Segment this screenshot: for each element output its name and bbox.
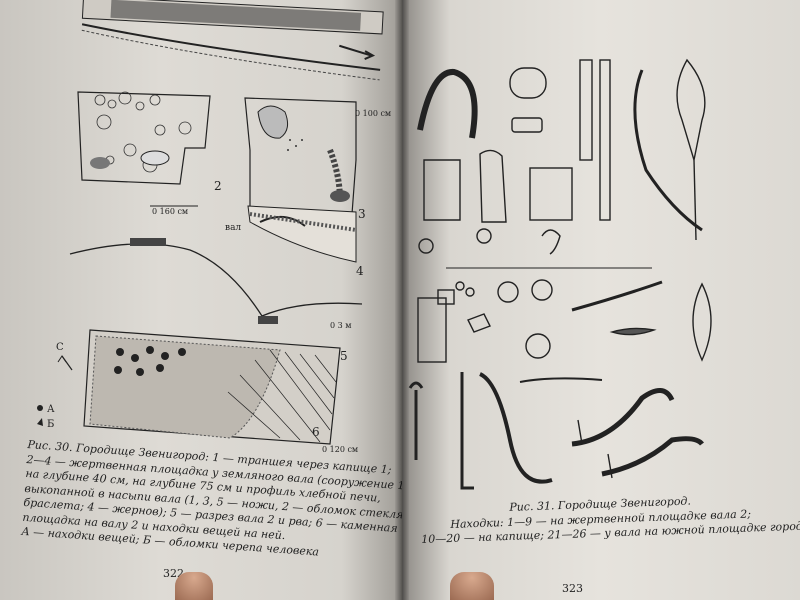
figure-30-drawings: 2 0 160 см 0 100 см 3 вал 4 (37, 0, 391, 454)
leaf-point-drawing (692, 282, 712, 362)
find-21-drawing (408, 381, 424, 460)
fig-label-5: 5 (340, 349, 348, 363)
scale-label-3m: 0 3 м (330, 321, 352, 330)
stone-platform-drawing: 6 0 120 см С (56, 329, 358, 454)
find-23-drawing (478, 372, 553, 484)
fig-label-2: 2 (214, 179, 222, 193)
left-page: 2 0 160 см 0 100 см 3 вал 4 (0, 0, 402, 600)
spearhead-drawing (676, 58, 706, 161)
fig-label-4: 4 (356, 264, 364, 278)
plan-drawing-2: 2 0 160 см (77, 91, 222, 216)
scale-label-100: 0 100 см (355, 109, 391, 118)
figure-31-drawings (408, 58, 712, 490)
find-9-drawing (529, 167, 573, 221)
bead-drawing (497, 281, 519, 303)
oven-profile-drawing: вал 4 (225, 205, 364, 278)
north-label: С (56, 342, 64, 353)
find-4-drawing (579, 59, 593, 161)
right-page: Рис. 31. Городище Звенигород. Находки: 1… (402, 0, 800, 600)
fig-label-6: 6 (312, 425, 320, 439)
finger-left (175, 572, 213, 600)
find-6-drawing (423, 159, 461, 221)
trench-drawing (81, 0, 384, 81)
find-26-drawing (601, 436, 704, 477)
page-number-right: 323 (562, 582, 583, 595)
figure-legend: А Б (37, 404, 55, 430)
find-1-drawing (417, 69, 478, 139)
bracelet-drawing (525, 333, 551, 359)
rampart-section-drawing: 0 3 м 5 (69, 238, 363, 363)
scale-label-160: 0 160 см (152, 207, 188, 216)
find-5-drawing (599, 59, 611, 221)
find-7-drawing (633, 69, 703, 232)
legend-mark-b (37, 418, 43, 426)
legend-dot-a (37, 405, 43, 411)
plan-drawing-3: 0 100 см 3 (244, 97, 391, 221)
find-10-drawing (417, 297, 447, 363)
find-25-drawing (571, 388, 675, 447)
val-label: вал (225, 223, 241, 233)
finger-right (450, 572, 494, 600)
fig-label-3: 3 (358, 207, 366, 221)
legend-label-b: Б (47, 419, 54, 430)
book-gutter (395, 0, 409, 600)
find-2-drawing (509, 67, 547, 99)
scale-label-120: 0 120 см (322, 445, 358, 454)
legend-label-a: А (47, 404, 55, 415)
